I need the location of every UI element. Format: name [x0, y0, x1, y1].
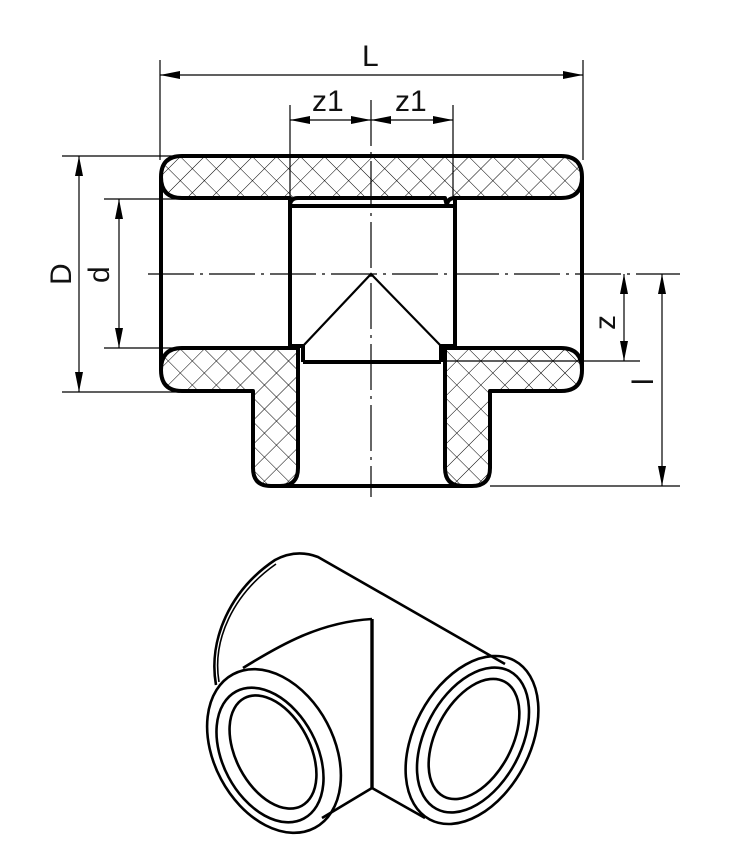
iso-bottom-right-edge	[371, 786, 426, 820]
label-L: L	[362, 40, 379, 73]
drill-cone	[302, 272, 442, 347]
bottom-left-wall-section	[159, 346, 300, 488]
iso-branch-curve	[242, 617, 373, 670]
label-z1-right: z1	[395, 85, 427, 118]
iso-top-dome-inner	[216, 563, 277, 683]
iso-right-socket	[404, 654, 540, 826]
label-z1-left: z1	[312, 85, 344, 118]
section-view: L z1 z1 D d z l	[45, 40, 680, 497]
label-d: d	[83, 266, 116, 283]
label-D: D	[45, 263, 78, 285]
iso-left-socket	[205, 667, 343, 835]
bottom-right-wall-section	[443, 346, 584, 488]
isometric-view	[205, 552, 540, 835]
label-z: z	[589, 315, 622, 330]
label-l: l	[627, 378, 660, 385]
iso-top-dome	[213, 552, 506, 686]
